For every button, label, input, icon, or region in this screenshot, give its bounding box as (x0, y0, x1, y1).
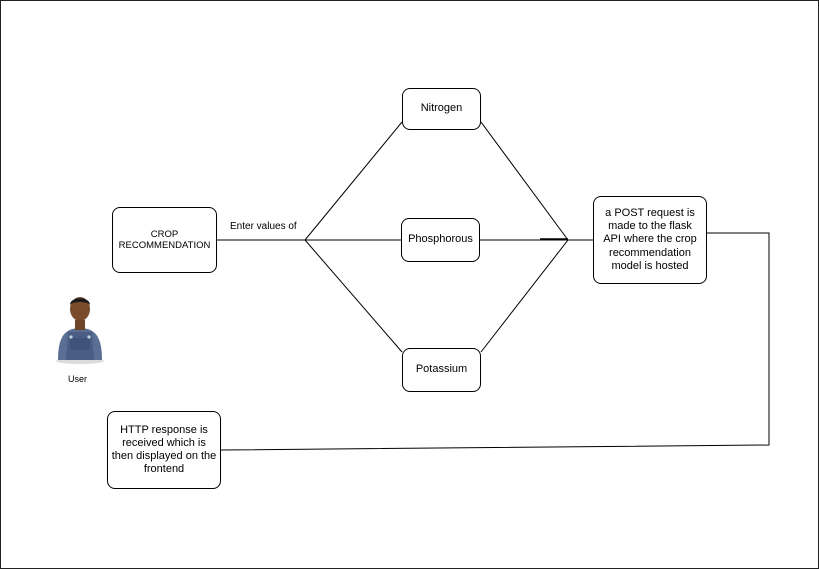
user-farmer-icon (50, 292, 110, 364)
phosphorous-node: Phosphorous (401, 218, 480, 262)
edge-fork-to-nitrogen (304, 121, 403, 241)
user-label: User (68, 374, 88, 384)
http-response-node: HTTP response is received which is then … (107, 411, 221, 489)
nitrogen-node: Nitrogen (402, 88, 481, 130)
edge-fork-to-potassium (304, 239, 403, 353)
post-request-node: a POST request is made to the flask API … (593, 196, 707, 284)
enter-values-label: Enter values of (230, 221, 297, 232)
nitrogen-label: Nitrogen (420, 102, 463, 115)
potassium-node: Potassium (402, 348, 481, 392)
edge-nitrogen-to-join (480, 121, 569, 241)
phosphorous-label: Phosphorous (408, 233, 473, 246)
crop-recommendation-node: CROP RECOMMENDATION (112, 207, 217, 273)
http-response-label: HTTP response is received which is then … (111, 423, 217, 476)
post-request-label: a POST request is made to the flask API … (603, 207, 697, 272)
edge-potassium-to-join (480, 239, 569, 353)
crop-recommendation-label: CROP RECOMMENDATION (118, 228, 211, 251)
potassium-label: Potassium (415, 363, 468, 376)
edge-post-to-response (220, 232, 770, 451)
